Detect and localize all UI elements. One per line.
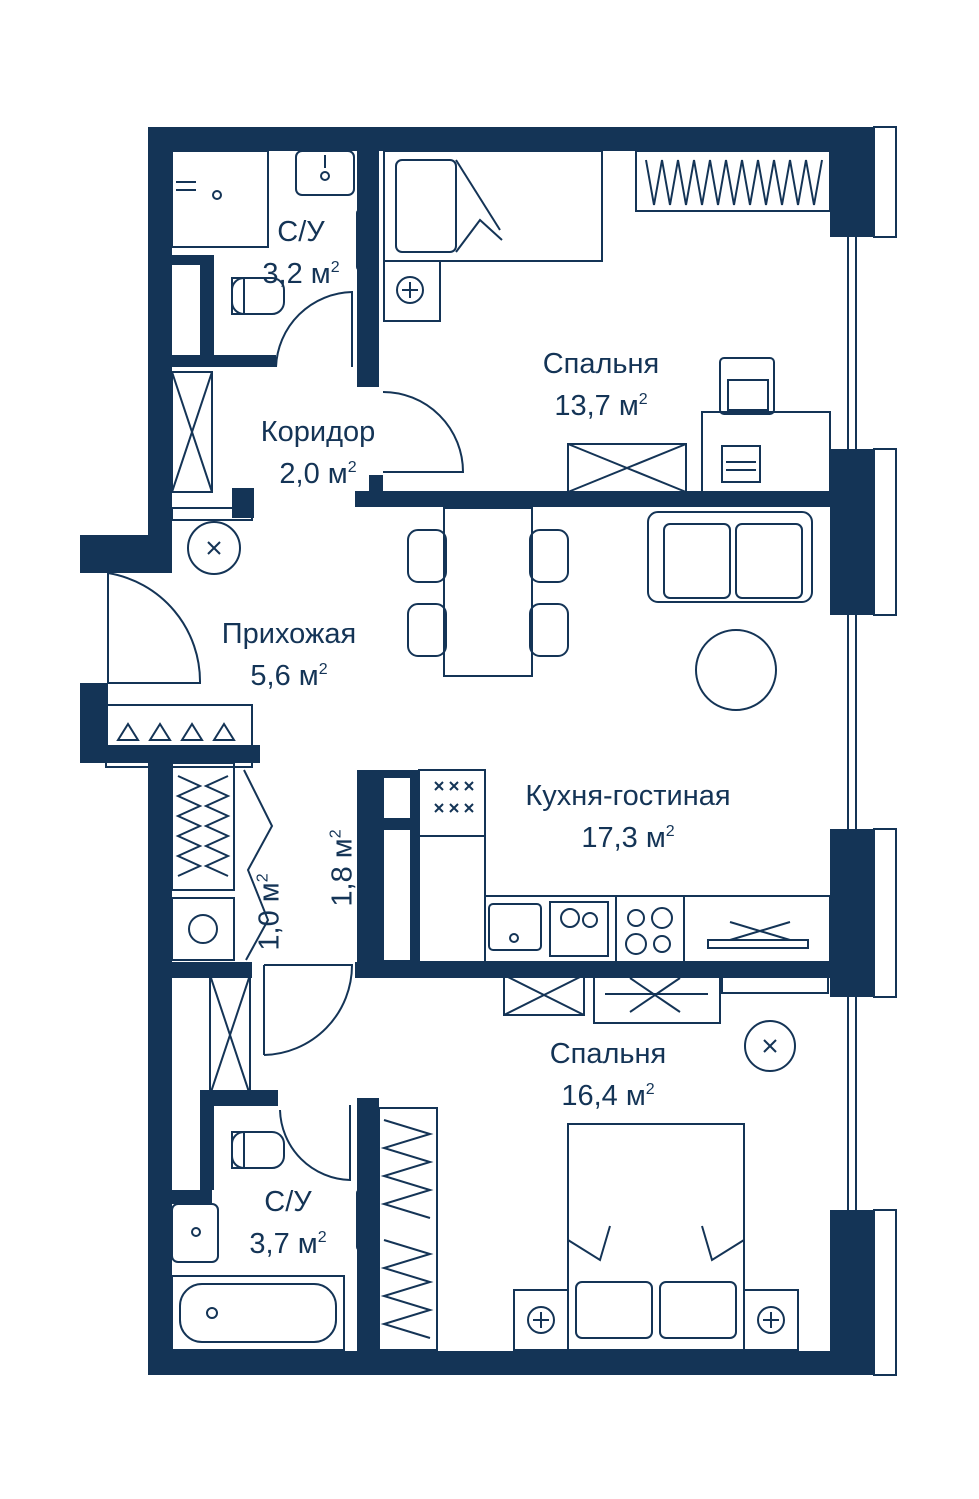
- ceiling-lamp-icon: [744, 1020, 796, 1072]
- wall-right-top: [830, 127, 874, 237]
- stove-icon: [418, 769, 486, 837]
- ceiling-lamp-icon: [187, 521, 241, 575]
- room-label-bedroom-1: Спальня 13,7 м2: [543, 346, 660, 424]
- bathtub-icon: [171, 1275, 345, 1351]
- entrance-jamb-top: [80, 535, 172, 573]
- room-area: 3,2 м2: [262, 258, 340, 290]
- room-label-bedroom-2: Спальня 16,4 м2: [550, 1036, 667, 1114]
- wall-bath2-bottom: [172, 1190, 212, 1204]
- sofa-icon: [647, 511, 813, 603]
- door-icon: [275, 290, 465, 473]
- wardrobe-icon: [171, 762, 235, 891]
- pillar-right-2: [830, 829, 874, 997]
- wall-bath1-right-stub: [357, 367, 379, 387]
- room-name: Прихожая: [221, 618, 357, 650]
- wall-left-upper: [148, 127, 172, 537]
- closet-icon: [209, 974, 251, 1096]
- pillar-right-3: [830, 1210, 874, 1375]
- room-name: Коридор: [260, 416, 376, 448]
- room-name: Спальня: [542, 348, 660, 380]
- towel-rail-icon: [356, 209, 368, 271]
- chair-icon: [407, 529, 569, 657]
- shower-icon: [171, 150, 269, 248]
- room-area: 3,7 м2: [249, 1228, 327, 1260]
- wall-left-middle: [148, 755, 172, 977]
- wall-bath2-top: [200, 1090, 214, 1190]
- entrance-wall-bottom: [80, 745, 260, 763]
- room-area: 16,4 м2: [561, 1080, 655, 1112]
- room-area: 2,0 м2: [279, 458, 357, 490]
- wall-bedroom1-bottom: [355, 491, 830, 507]
- round-table-icon: [695, 629, 777, 711]
- tv-icon: [503, 974, 829, 1024]
- room-name: Спальня: [549, 1038, 667, 1070]
- room-name: Кухня-гостиная: [525, 780, 731, 812]
- tv-icon: [567, 443, 687, 493]
- closet-icon: [171, 371, 213, 493]
- pillar-right-1: [830, 449, 874, 615]
- sink-icon: [171, 1203, 219, 1263]
- room-label-bathroom-2: С/У 3,7 м2: [249, 1184, 326, 1262]
- laptop-icon: [721, 445, 761, 483]
- wall-bath2-hall: [232, 488, 254, 518]
- wall-bottom: [148, 1351, 848, 1375]
- door-icon: [263, 964, 354, 1182]
- room-label-bathroom-1: С/У 3,2 м2: [262, 214, 339, 292]
- bed-icon: [383, 150, 603, 262]
- nightstand-icon: [383, 260, 441, 322]
- fridge-icon: [418, 835, 486, 963]
- hanger-icon: [105, 704, 253, 768]
- room-label-kitchen-living: Кухня-гостиная 17,3 м2: [525, 778, 730, 856]
- wall-corridor-stub: [369, 475, 383, 499]
- room-area: 13,7 м2: [554, 390, 648, 422]
- window-icon: [847, 126, 897, 1376]
- room-area: 5,6 м2: [250, 660, 328, 692]
- wardrobe-icon: [635, 150, 831, 212]
- dining-table-icon: [443, 507, 533, 677]
- shelf-icon: [171, 507, 253, 521]
- toilet-icon: [231, 1131, 285, 1169]
- closet-label-1: 1,0 м2: [253, 873, 286, 951]
- walls: [80, 127, 874, 1375]
- wall-bath1-bottom: [200, 255, 214, 367]
- wardrobe-icon: [378, 1107, 438, 1351]
- closet-label-2: 1,8 м2: [326, 829, 359, 907]
- room-label-corridor: Коридор 2,0 м2: [261, 414, 376, 492]
- wall-wc-top: [172, 255, 212, 265]
- nightstand-icon: [513, 1289, 799, 1351]
- room-name: С/У: [264, 1186, 312, 1218]
- wall-bath1-bottom-h: [172, 355, 276, 367]
- desk-icon: [701, 357, 831, 493]
- wall-left-lower: [148, 975, 172, 1375]
- towel-rail-icon: [356, 1189, 368, 1251]
- wall-top: [148, 127, 848, 151]
- washing-machine-icon: [171, 897, 235, 961]
- door-icon: [107, 572, 202, 684]
- room-name: С/У: [277, 216, 325, 248]
- room-area: 17,3 м2: [581, 822, 675, 854]
- sink-icon: [295, 150, 355, 196]
- kitchen-counter-icon: [484, 895, 831, 963]
- toilet-icon: [231, 277, 285, 315]
- bed-icon: [567, 1123, 745, 1351]
- door-icon: [243, 769, 274, 961]
- room-label-hallway: Прихожая 5,6 м2: [222, 616, 356, 694]
